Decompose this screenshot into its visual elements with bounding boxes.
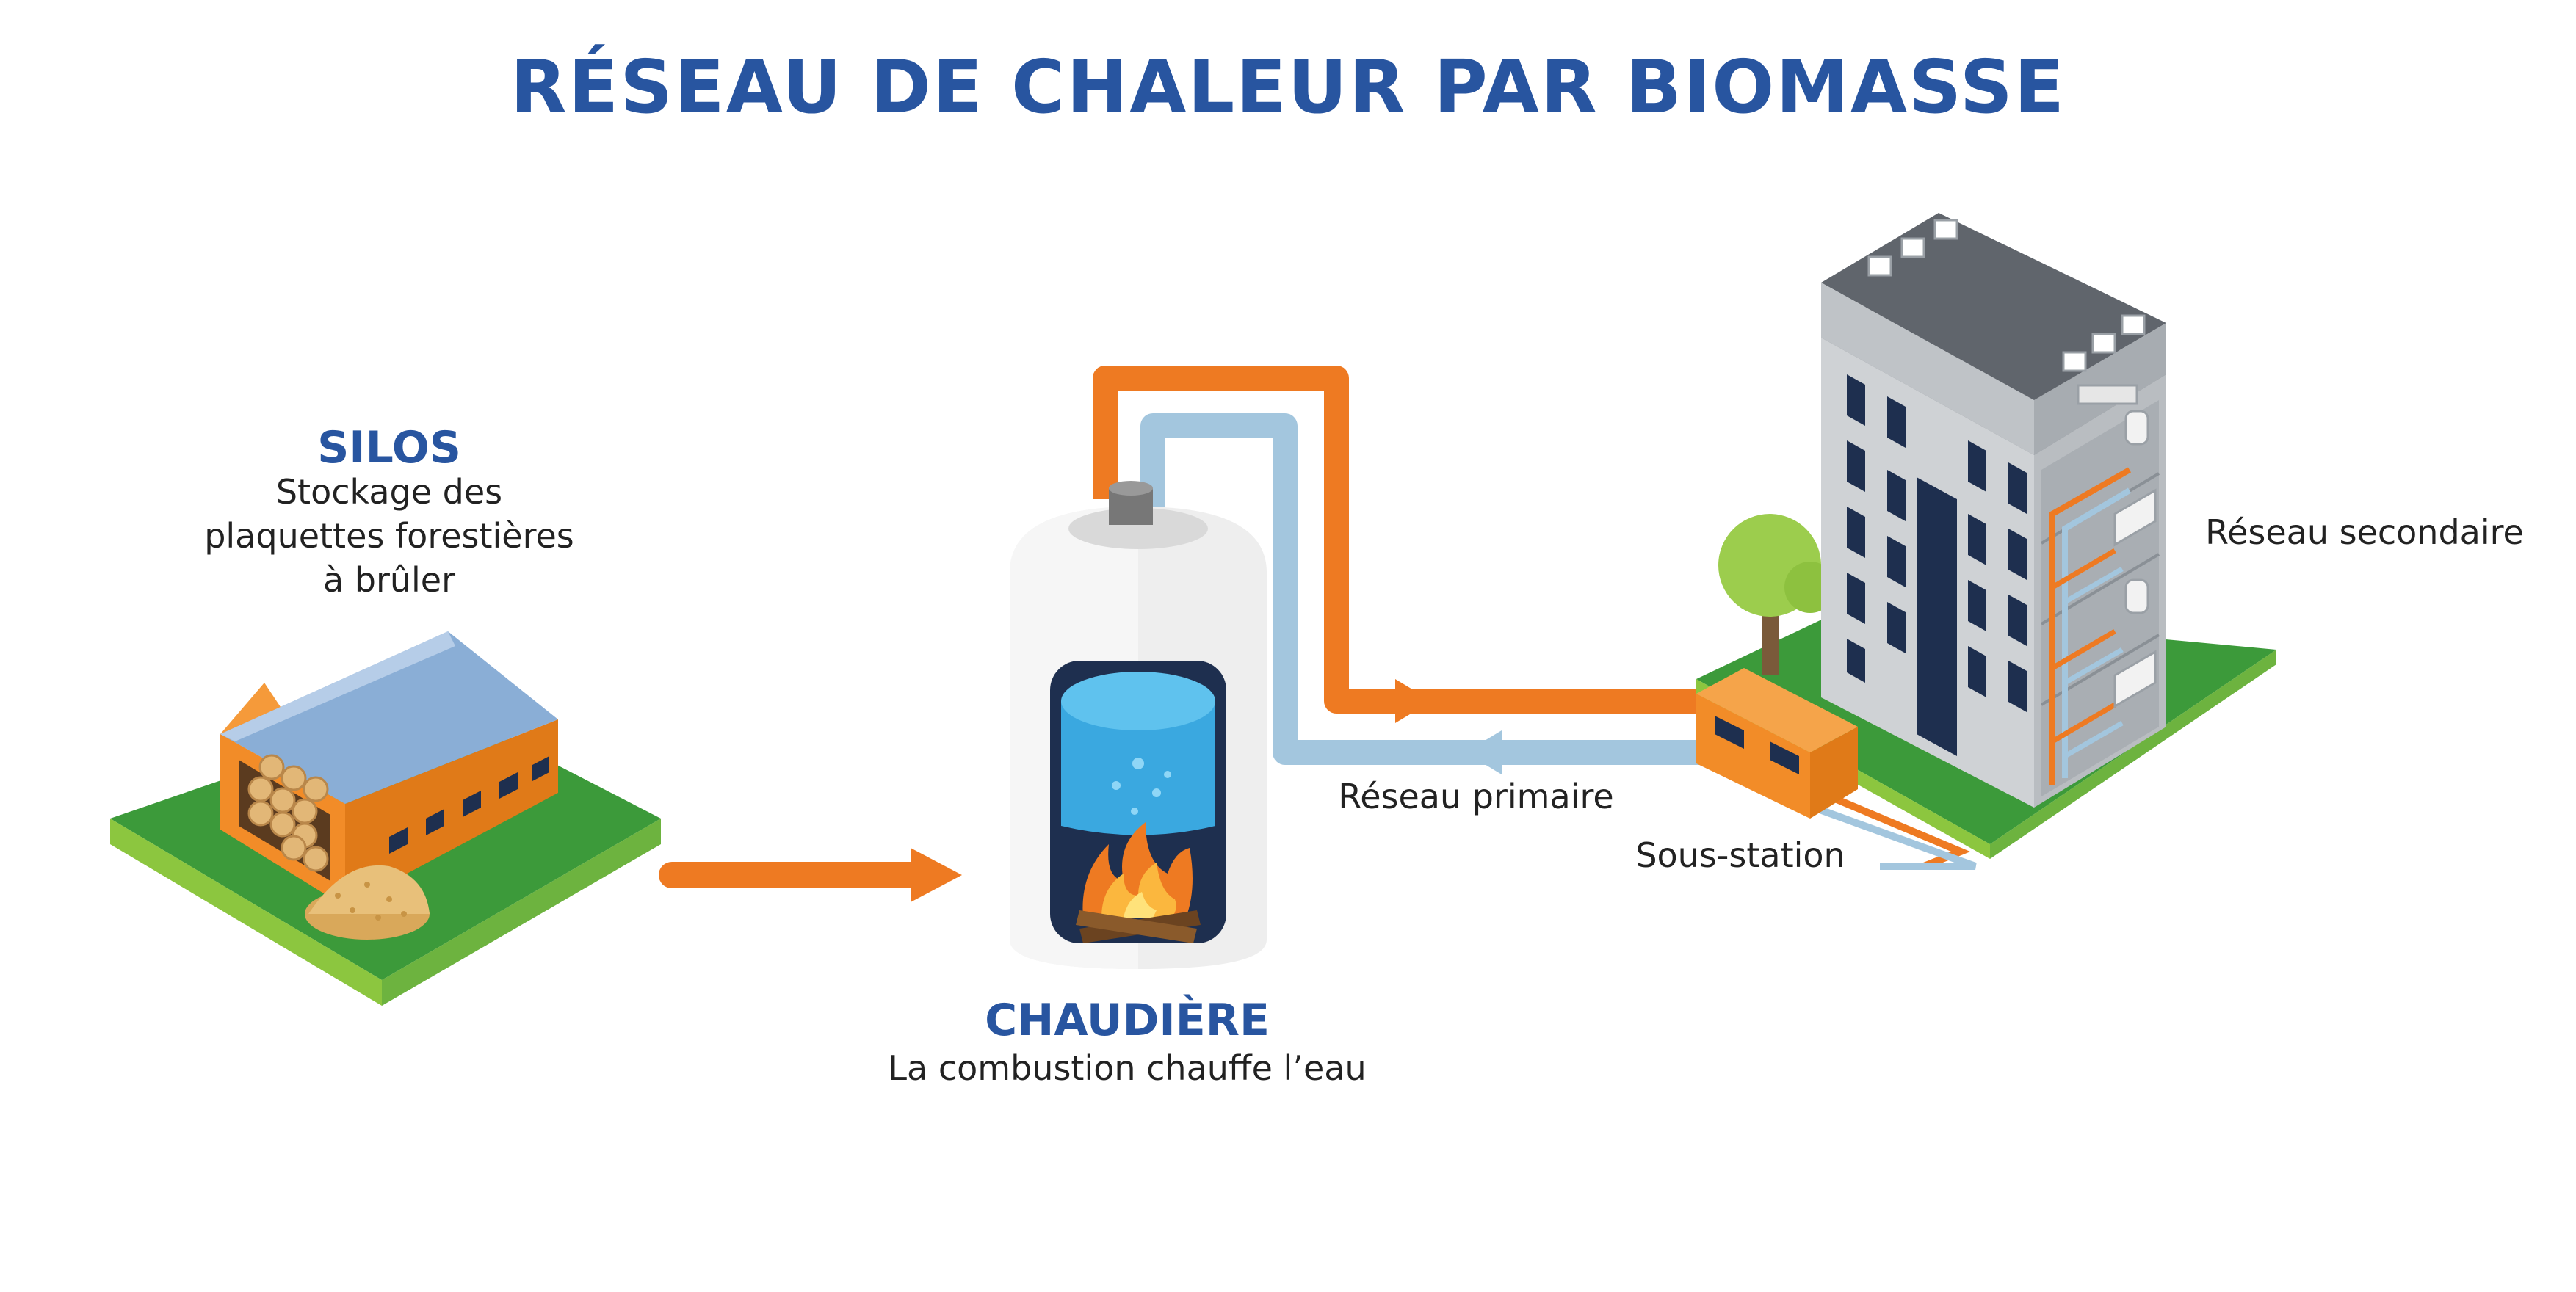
- boiler-icon: [1010, 481, 1267, 969]
- hot-flow-arrow: [1395, 679, 1432, 723]
- building-site: [1696, 213, 2276, 870]
- sous-station-icon: [1696, 668, 1858, 819]
- primary-network-pipes: [1093, 366, 1704, 765]
- chaudiere-heading: CHAUDIÈRE: [985, 995, 1270, 1046]
- flame-icon: [1076, 822, 1201, 943]
- silos-line: à brûler: [322, 560, 456, 600]
- chaudiere-text: La combustion chauffe l’eau: [888, 1048, 1367, 1088]
- silo-warehouse-icon: [110, 631, 661, 1006]
- silos-description: Stockage des plaquettes forestières à br…: [169, 470, 609, 602]
- sous-station-label: Sous-station: [1586, 833, 1895, 877]
- reseau-secondaire-label: Réseau secondaire: [2174, 510, 2555, 554]
- reseau-primaire-label: Réseau primaire: [1285, 774, 1667, 819]
- radiator-icon: [2113, 488, 2157, 708]
- reseau-secondaire-text: Réseau secondaire: [2205, 512, 2524, 552]
- cold-flow-arrow: [1465, 730, 1502, 774]
- page-title: RÉSEAU DE CHALEUR PAR BIOMASSE: [510, 44, 2066, 130]
- wood-chip-pile-icon: [305, 865, 430, 940]
- silos-heading: SILOS: [317, 422, 461, 473]
- sous-station-text: Sous-station: [1635, 835, 1845, 875]
- fuel-flow-arrow: [659, 848, 962, 902]
- reseau-primaire-text: Réseau primaire: [1338, 777, 1614, 816]
- chaudiere-description: La combustion chauffe l’eau: [833, 1046, 1421, 1090]
- building-icon: [1821, 213, 2166, 808]
- silos-line: Stockage des: [275, 472, 503, 512]
- silos-line: plaquettes forestières: [204, 516, 574, 556]
